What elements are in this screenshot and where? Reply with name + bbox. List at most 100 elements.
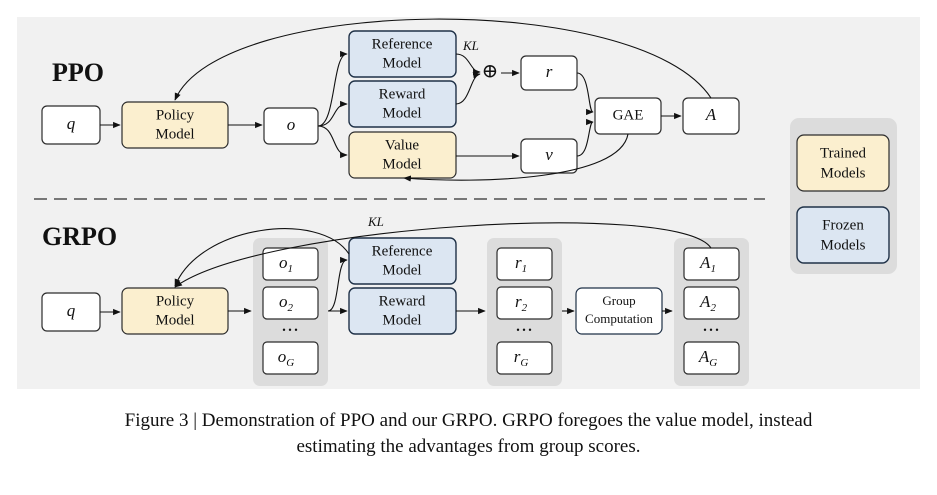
grpo-group-line1: Group — [602, 293, 635, 308]
ppo-reward-line2: Model — [382, 105, 421, 121]
grpo-advantage-1-sub: 1 — [710, 263, 716, 275]
grpo-group-computation: Group Computation — [575, 287, 663, 335]
ppo-policy-model: Policy Model — [121, 101, 229, 149]
ppo-output-label: o — [287, 115, 296, 134]
svg-text:A2: A2 — [699, 292, 716, 314]
legend-trained-line2: Models — [821, 165, 866, 181]
ppo-value-line2: Model — [382, 156, 421, 172]
grpo-output-1: o1 — [262, 247, 319, 281]
grpo-group-line2: Computation — [585, 311, 653, 326]
grpo-output-2-sub: 2 — [288, 302, 294, 314]
grpo-query-box: q — [41, 292, 101, 332]
grpo-reference-line2: Model — [382, 262, 421, 278]
ppo-value-line1: Value — [385, 137, 419, 153]
svg-text:o2: o2 — [279, 292, 294, 314]
grpo-reward-g: rG — [496, 341, 553, 375]
grpo-output-g: oG — [262, 341, 319, 375]
ppo-grpo-diagram: PPO q Policy Model o Reference Model Rew… — [34, 18, 897, 386]
ppo-output-box: o — [263, 107, 319, 145]
legend-frozen: Frozen Models — [796, 206, 890, 264]
grpo-reward-g-label: r — [514, 347, 521, 366]
ppo-reward-r-box: r — [520, 55, 578, 91]
arrow-grpo-a-policy-feedback — [174, 222, 712, 288]
grpo-query-label: q — [67, 301, 76, 320]
ppo-reference-line1: Reference — [372, 36, 433, 52]
arrow-gae-value-feedback — [403, 133, 629, 182]
grpo-reward-2-sub: 2 — [522, 302, 528, 314]
arrow-reward-oplus — [455, 72, 481, 105]
svg-text:o1: o1 — [279, 253, 293, 275]
grpo-reward-g-sub: G — [520, 357, 528, 369]
svg-text:AG: AG — [698, 347, 717, 369]
ppo-query-label: q — [67, 114, 76, 133]
arrow-reference-oplus — [455, 53, 481, 76]
grpo-output-g-sub: G — [286, 357, 294, 369]
grpo-advantage-1-label: A — [699, 253, 711, 272]
grpo-output-dots: • • • — [282, 325, 298, 336]
grpo-output-g-label: o — [278, 347, 287, 366]
grpo-output-2: o2 — [262, 286, 319, 320]
grpo-policy-line2: Model — [155, 312, 194, 328]
grpo-reward-line1: Reward — [379, 293, 426, 309]
caption-line-1: Figure 3 | Demonstration of PPO and our … — [124, 410, 813, 431]
arrow-r-gae — [576, 72, 594, 116]
ppo-reward-model: Reward Model — [348, 80, 457, 128]
grpo-output-1-label: o — [279, 253, 288, 272]
ppo-reward-line1: Reward — [379, 86, 426, 102]
grpo-advantage-1: A1 — [683, 247, 740, 281]
ppo-r-label: r — [546, 62, 553, 81]
grpo-advantage-g-label: A — [698, 347, 710, 366]
grpo-output-1-sub: 1 — [288, 263, 294, 275]
grpo-advantage-2-sub: 2 — [710, 302, 716, 314]
ppo-value-v-box: v — [520, 138, 578, 174]
arrow-o-reward — [317, 100, 348, 127]
grpo-policy-model: Policy Model — [121, 287, 229, 335]
grpo-advantage-g-sub: G — [709, 357, 717, 369]
grpo-advantage-g: AG — [683, 341, 740, 375]
ppo-query-box: q — [41, 105, 101, 145]
legend-trained-line1: Trained — [820, 145, 867, 161]
ppo-kl-label: KL — [462, 38, 479, 53]
grpo-reward-1: r1 — [496, 247, 553, 281]
arrow-o-reference — [317, 50, 348, 127]
svg-text:r1: r1 — [515, 253, 527, 275]
grpo-reference-model: Reference Model — [348, 237, 457, 285]
svg-text:A1: A1 — [699, 253, 716, 275]
ppo-oplus-symbol: ⊕ — [482, 61, 499, 83]
grpo-advantage-2-label: A — [699, 292, 711, 311]
grpo-reward-1-label: r — [515, 253, 522, 272]
grpo-policy-line1: Policy — [156, 293, 195, 309]
caption-line-2: estimating the advantages from group sco… — [296, 436, 641, 457]
legend-trained: Trained Models — [796, 134, 890, 192]
ppo-title: PPO — [52, 58, 104, 87]
arrow-o-value — [317, 125, 348, 159]
svg-text:rG: rG — [514, 347, 529, 369]
grpo-kl-label: KL — [367, 214, 384, 229]
legend-frozen-line2: Models — [821, 237, 866, 253]
grpo-output-2-label: o — [279, 292, 288, 311]
arrow-a-policy-feedback — [174, 18, 712, 101]
grpo-advantage-2: A2 — [683, 286, 740, 320]
grpo-advantage-dots: • • • — [703, 325, 719, 336]
ppo-a-label: A — [705, 105, 717, 124]
grpo-reward-dots: • • • — [516, 325, 532, 336]
ppo-gae-box: GAE — [594, 97, 662, 135]
grpo-reference-line1: Reference — [372, 243, 433, 259]
svg-text:oG: oG — [278, 347, 295, 369]
grpo-reward-line2: Model — [382, 312, 421, 328]
legend-frozen-line1: Frozen — [822, 217, 864, 233]
grpo-reward-1-sub: 1 — [522, 263, 528, 275]
ppo-reference-model: Reference Model — [348, 30, 457, 78]
ppo-policy-line2: Model — [155, 126, 194, 142]
grpo-title: GRPO — [42, 222, 117, 251]
grpo-reward-2-label: r — [515, 292, 522, 311]
arrow-v-gae — [576, 118, 594, 157]
grpo-reward-model: Reward Model — [348, 287, 457, 335]
ppo-value-model: Value Model — [348, 131, 457, 179]
figure-caption: Figure 3 | Demonstration of PPO and our … — [0, 408, 937, 460]
ppo-reference-line2: Model — [382, 55, 421, 71]
ppo-v-label: v — [545, 145, 553, 164]
ppo-policy-line1: Policy — [156, 107, 195, 123]
arrow-outputs-reference — [327, 256, 348, 312]
ppo-advantage-box: A — [682, 97, 740, 135]
